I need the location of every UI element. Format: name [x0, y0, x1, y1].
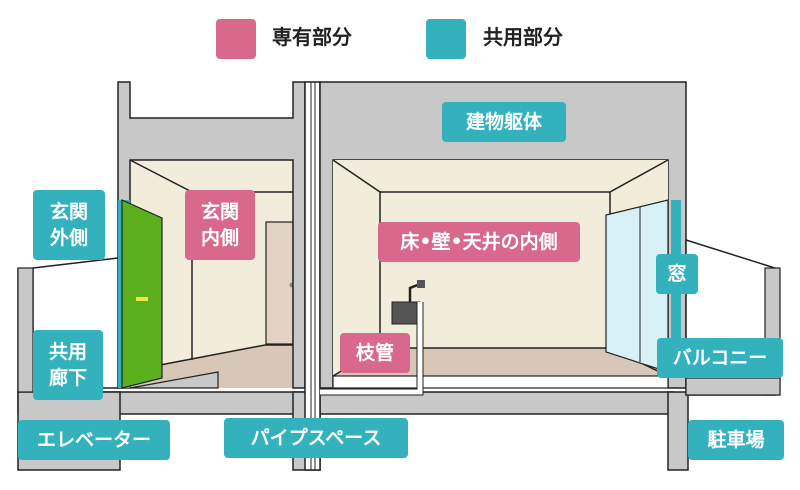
label-structure: 建物躯体 [442, 102, 566, 142]
legend-common-label: 共用部分 [483, 25, 563, 49]
faucet-head [417, 280, 425, 288]
faucet [408, 282, 421, 302]
label-corridor: 共用 廊下 [33, 330, 103, 400]
corridor-parapet [17, 267, 34, 393]
legend-private-swatch [216, 19, 256, 59]
label-entrance-outside-line2: 外側 [49, 227, 88, 249]
right-floor-slab [332, 375, 669, 389]
inner-door [265, 221, 294, 345]
right-room-perspective [332, 159, 669, 193]
legend-common-swatch [426, 19, 466, 59]
label-entrance-inside: 玄関 内側 [185, 190, 255, 260]
entrance-door [121, 199, 163, 389]
label-entrance-inside-line1: 玄関 [200, 201, 239, 223]
legend-private-label: 専有部分 [272, 25, 352, 49]
balcony-slab [685, 377, 781, 396]
label-branch-pipe: 枝管 [340, 333, 410, 373]
label-balcony: バルコニー [657, 338, 783, 378]
label-window: 窓 [656, 254, 698, 294]
label-pipe-space: パイプスペース [224, 418, 408, 458]
entrance-step [129, 371, 219, 389]
label-corridor-line2: 廊下 [48, 367, 87, 389]
lower-wall-right [667, 391, 689, 471]
left-room-floor-edge [159, 344, 293, 366]
label-elevator: エレベーター [18, 420, 170, 460]
left-room-floor [130, 345, 293, 388]
label-interior: 床•壁•天井の内側 [378, 222, 580, 262]
branch-pipe-outline [320, 302, 424, 396]
branch-pipe [320, 302, 423, 395]
label-entrance-outside: 玄関 外側 [33, 190, 105, 260]
label-parking: 駐車場 [688, 420, 784, 460]
door-handle [136, 297, 148, 301]
label-corridor-line1: 共用 [48, 341, 87, 363]
label-entrance-inside-line2: 内側 [200, 227, 239, 249]
pipe-space-shaft [304, 81, 321, 471]
label-entrance-outside-line1: 玄関 [49, 201, 88, 223]
sink-cabinet [391, 301, 421, 325]
